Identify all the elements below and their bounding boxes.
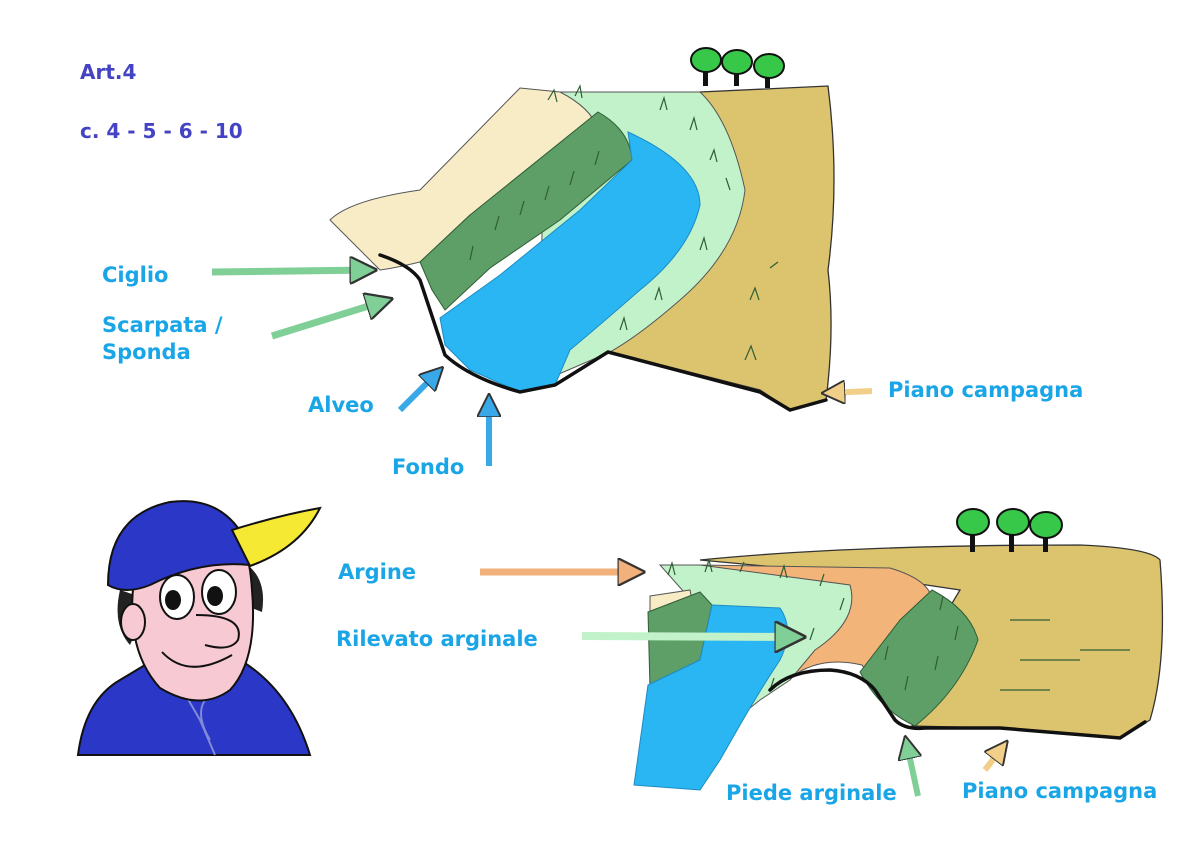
rilevato-arginale-label: Rilevato arginale <box>336 627 538 651</box>
tree-icon <box>690 47 722 86</box>
article-number: Art.4 <box>80 60 137 84</box>
tree-icon <box>996 508 1030 552</box>
scarpata-label-line2: Sponda <box>102 340 191 364</box>
ciglio-arrow <box>211 270 372 272</box>
top-piano-campagna-arrow <box>826 391 873 393</box>
levee-slope-dark <box>859 589 979 727</box>
argine-label: Argine <box>338 560 417 584</box>
tree-icon <box>721 49 753 86</box>
mascot-cap-visor <box>230 506 322 568</box>
bottom-piano-campagna-label: Piano campagna <box>962 779 1158 803</box>
bottom-piano-campagna-arrow <box>982 744 1005 772</box>
rilevato-arginale-arrow <box>581 636 800 637</box>
tree-icon <box>956 508 990 552</box>
alveo-label: Alveo <box>308 393 374 417</box>
piede-arginale-label: Piede arginale <box>726 781 897 805</box>
bottom-levee-section <box>633 508 1164 791</box>
top-river-section <box>329 47 835 412</box>
ciglio-label: Ciglio <box>102 263 169 287</box>
grass-tuft-lines <box>469 84 779 361</box>
levee-grass-lines <box>667 557 1130 691</box>
top-riverbed-outline <box>378 253 828 412</box>
tree-icon <box>1029 511 1063 552</box>
scarpata-arrow <box>270 300 388 340</box>
mascot-boy-cap-icon <box>76 500 322 756</box>
alveo-arrow <box>397 370 440 413</box>
tree-icon <box>753 53 785 88</box>
article-commas: c. 4 - 5 - 6 - 10 <box>80 119 243 143</box>
bottom-ground-outline <box>768 668 1147 740</box>
fondo-label: Fondo <box>392 455 465 479</box>
top-piano-campagna-label: Piano campagna <box>888 378 1084 402</box>
piede-arginale-arrow <box>906 740 918 797</box>
scarpata-label-line1: Scarpata / <box>102 313 223 337</box>
